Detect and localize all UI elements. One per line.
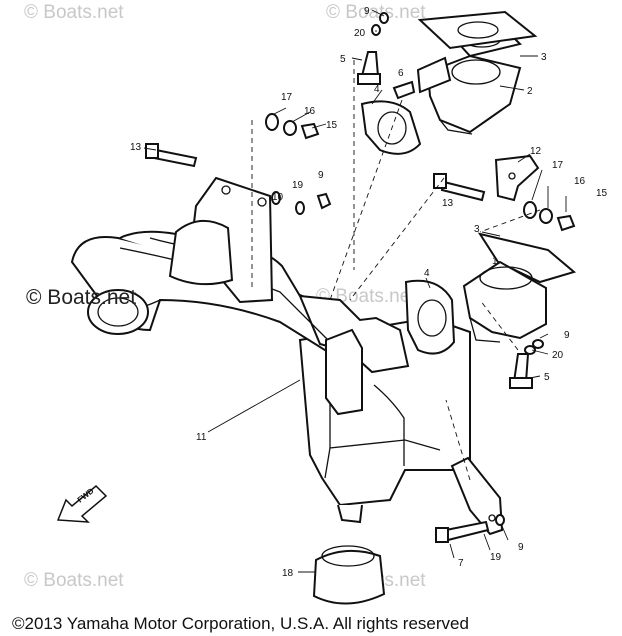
callout-17: 17 bbox=[281, 92, 293, 103]
callout-5: 5 bbox=[340, 54, 346, 65]
callout-numbers: 9 20 3 2 5 6 4 17 16 15 13 10 19 9 12 17… bbox=[130, 6, 608, 579]
gasket-3-top bbox=[417, 10, 538, 50]
exploded-parts-diagram: FWD 9 20 3 2 5 6 4 17 16 15 13 10 19 9 1… bbox=[56, 6, 608, 605]
callout-9: 9 bbox=[564, 330, 570, 341]
callout-3: 3 bbox=[474, 224, 480, 235]
callout-20: 20 bbox=[354, 28, 366, 39]
callout-13: 13 bbox=[442, 198, 454, 209]
plate-12 bbox=[494, 154, 540, 202]
callout-15: 15 bbox=[596, 188, 608, 199]
callout-18: 18 bbox=[282, 568, 294, 579]
watermark-top-right: © Boats.net bbox=[326, 2, 426, 23]
callout-3: 3 bbox=[541, 52, 547, 63]
callout-10: 10 bbox=[272, 192, 284, 203]
watermark-bottom-left: © Boats.net bbox=[24, 570, 124, 591]
callout-4: 4 bbox=[374, 84, 380, 95]
callout-4: 4 bbox=[424, 268, 430, 279]
rubber-mount-18 bbox=[312, 545, 386, 605]
callout-19: 19 bbox=[490, 552, 502, 563]
callout-16: 16 bbox=[574, 176, 586, 187]
callout-16: 16 bbox=[304, 106, 316, 117]
callout-9: 9 bbox=[518, 542, 524, 553]
bolt-5-top bbox=[357, 51, 381, 85]
washer-nut-set-left bbox=[265, 113, 320, 140]
bolt-13-right bbox=[433, 173, 486, 202]
callout-9: 9 bbox=[364, 6, 370, 17]
callout-19: 19 bbox=[292, 180, 304, 191]
bolt-6 bbox=[392, 80, 416, 100]
callout-11: 11 bbox=[196, 432, 207, 443]
callout-6: 6 bbox=[398, 68, 404, 79]
copyright-notice: ©2013 Yamaha Motor Corporation, U.S.A. A… bbox=[12, 614, 469, 633]
gasket-4-top bbox=[360, 100, 422, 155]
leader-lines bbox=[143, 9, 567, 573]
watermark-top-left: © Boats.net bbox=[24, 2, 124, 23]
watermark-mid-left: © Boats.net bbox=[26, 286, 137, 309]
callout-2: 2 bbox=[527, 86, 533, 97]
mounting-bracket bbox=[168, 176, 274, 304]
adaptor-right bbox=[404, 232, 577, 355]
front-direction-arrow: FWD bbox=[56, 484, 108, 523]
alignment-lines bbox=[251, 60, 541, 481]
callout-9: 9 bbox=[318, 170, 324, 181]
bolt-13-left bbox=[145, 143, 198, 168]
callout-15: 15 bbox=[326, 120, 338, 131]
callout-20: 20 bbox=[552, 350, 564, 361]
callout-5: 5 bbox=[544, 372, 550, 383]
washer-nut-set-right bbox=[523, 201, 576, 232]
callout-7: 7 bbox=[458, 558, 464, 569]
callout-13: 13 bbox=[130, 142, 142, 153]
bolt-5-right bbox=[509, 353, 533, 389]
bracket-19-lower bbox=[450, 456, 504, 536]
bolt-7 bbox=[435, 520, 490, 543]
callout-12: 12 bbox=[530, 146, 542, 157]
callout-1: 1 bbox=[492, 256, 498, 267]
callout-17: 17 bbox=[552, 160, 564, 171]
washer-nut-9-set bbox=[271, 12, 544, 526]
